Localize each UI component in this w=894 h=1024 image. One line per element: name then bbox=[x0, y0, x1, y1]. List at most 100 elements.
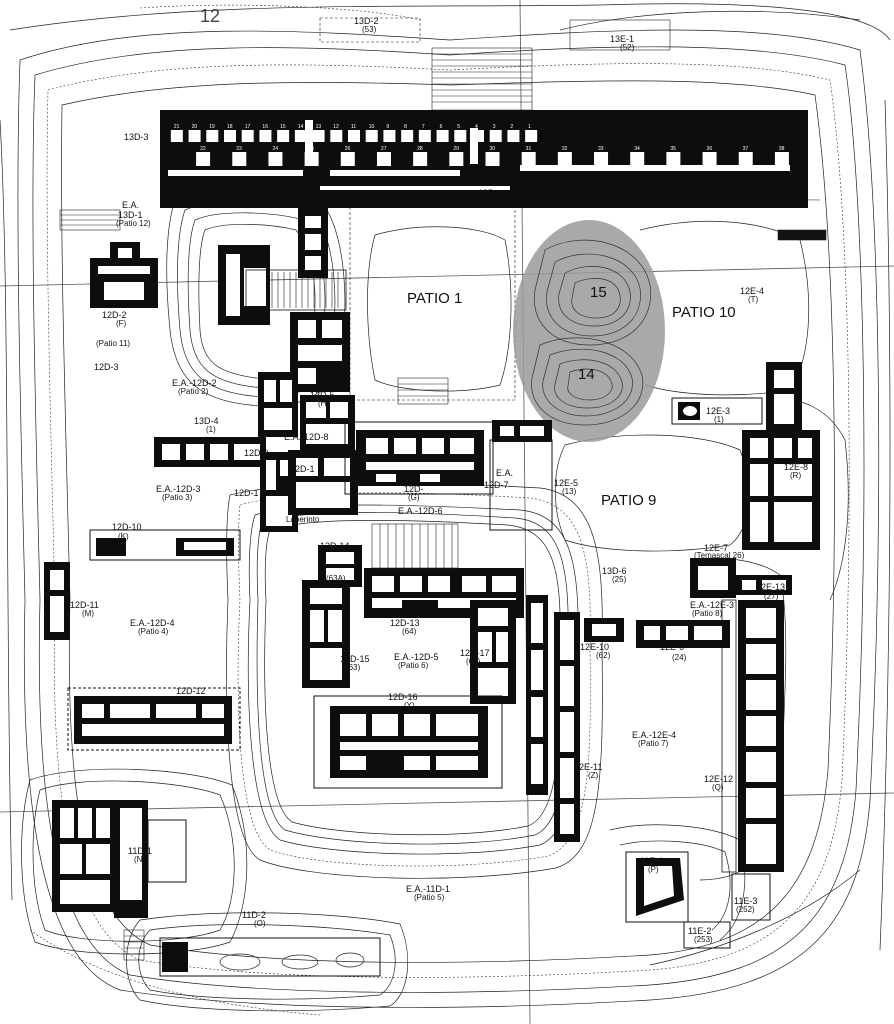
room-cell bbox=[365, 130, 378, 142]
south-mound-contours bbox=[21, 768, 409, 1012]
room-cell bbox=[224, 130, 236, 142]
room-cell bbox=[738, 152, 753, 166]
svg-text:(1): (1) bbox=[206, 425, 216, 434]
svg-text:12D-7: 12D-7 bbox=[484, 480, 509, 490]
building-13d-column bbox=[298, 208, 328, 278]
svg-text:13D-2: 13D-2 bbox=[354, 16, 379, 26]
svg-text:(27): (27) bbox=[764, 592, 779, 601]
room-cell bbox=[401, 130, 414, 142]
room-cell bbox=[312, 130, 325, 142]
svg-text:11D-1: 11D-1 bbox=[128, 846, 152, 856]
svg-text:(Z): (Z) bbox=[588, 771, 599, 780]
room-cell bbox=[188, 130, 201, 142]
room-cell bbox=[304, 152, 319, 166]
room-number: 12 bbox=[333, 124, 339, 130]
building-12e-10 bbox=[584, 618, 624, 642]
svg-text:Laberinto: Laberinto bbox=[286, 515, 320, 524]
room-number: 21 bbox=[174, 124, 180, 130]
svg-text:(Patio 3): (Patio 3) bbox=[162, 493, 193, 502]
room-number: 1 bbox=[528, 124, 531, 130]
svg-text:(63A): (63A) bbox=[326, 574, 346, 583]
building-12d-16 bbox=[313, 695, 503, 789]
patio-1-label: PATIO 1 bbox=[407, 290, 462, 307]
svg-text:12D-13: 12D-13 bbox=[390, 618, 420, 628]
room-cell bbox=[376, 152, 391, 166]
svg-text:12D-14: 12D-14 bbox=[320, 541, 350, 551]
svg-text:E.A.-12D-4: E.A.-12D-4 bbox=[130, 618, 175, 628]
svg-text:12D-5: 12D-5 bbox=[310, 390, 335, 400]
building-12d-17 bbox=[470, 600, 516, 704]
room-number: 31 bbox=[526, 146, 532, 152]
room-cell bbox=[449, 152, 464, 166]
building-12e-3 bbox=[671, 397, 763, 425]
building-12d-6 bbox=[344, 421, 494, 495]
svg-text:(R): (R) bbox=[790, 471, 801, 480]
svg-text:(62): (62) bbox=[596, 651, 611, 660]
topographic-contours bbox=[0, 3, 891, 1016]
central-platform-contours bbox=[226, 482, 603, 879]
building-12e-8 bbox=[742, 362, 820, 550]
room-number: 11 bbox=[351, 124, 356, 130]
svg-text:E.A.-12E-4: E.A.-12E-4 bbox=[632, 730, 676, 740]
svg-text:(53): (53) bbox=[362, 25, 377, 34]
building-11d-2 bbox=[159, 937, 381, 977]
svg-text:(Patio 6): (Patio 6) bbox=[398, 661, 429, 670]
room-cell bbox=[294, 130, 307, 142]
svg-text:(Temascal 26): (Temascal 26) bbox=[694, 551, 745, 560]
svg-text:(13): (13) bbox=[562, 487, 577, 496]
room-number: 27 bbox=[381, 146, 387, 152]
room-cell bbox=[259, 130, 272, 142]
room-cell bbox=[507, 130, 520, 142]
svg-text:12D-: 12D- bbox=[404, 484, 424, 494]
room-cell bbox=[485, 152, 500, 166]
svg-text:(Patio 11): (Patio 11) bbox=[96, 339, 130, 348]
svg-text:(D): (D) bbox=[490, 197, 501, 206]
building-12d-7 bbox=[489, 420, 553, 531]
room-number: 26 bbox=[345, 146, 351, 152]
room-cell bbox=[489, 130, 502, 142]
svg-text:11E-1: 11E-1 bbox=[640, 856, 663, 866]
svg-text:(Patio 12): (Patio 12) bbox=[116, 219, 151, 228]
room-number: 37 bbox=[743, 146, 749, 152]
building-12e-6 bbox=[636, 620, 730, 648]
room-number: 7 bbox=[422, 124, 425, 130]
svg-text:E.A.-12D-6: E.A.-12D-6 bbox=[398, 506, 443, 516]
room-number: 32 bbox=[562, 146, 568, 152]
room-cell bbox=[170, 130, 183, 142]
room-number: 3 bbox=[493, 124, 496, 130]
svg-text:(64): (64) bbox=[402, 627, 417, 636]
room-cell bbox=[232, 152, 247, 166]
building-12d-11 bbox=[44, 562, 70, 640]
svg-text:E.A.: E.A. bbox=[496, 468, 513, 478]
svg-text:(G): (G) bbox=[408, 493, 420, 502]
svg-text:12D-10: 12D-10 bbox=[112, 522, 142, 532]
room-number: 19 bbox=[209, 124, 215, 130]
svg-text:12E-7: 12E-7 bbox=[704, 543, 728, 553]
mound-15-label: 15 bbox=[590, 284, 607, 301]
room-number: 29 bbox=[453, 146, 459, 152]
room-number: 2 bbox=[510, 124, 513, 130]
structure-labels: 13D-2 (53) 13E-1 (52) 13D-3 E.A. 13D-1 (… bbox=[70, 16, 808, 944]
room-number: 25 bbox=[309, 146, 315, 152]
svg-text:(N): (N) bbox=[134, 855, 145, 864]
room-cell bbox=[418, 130, 431, 142]
room-number: 24 bbox=[272, 146, 278, 152]
svg-text:12E-12: 12E-12 bbox=[704, 774, 733, 784]
room-number: 10 bbox=[369, 124, 375, 130]
svg-text:13D-3: 13D-3 bbox=[124, 132, 149, 142]
svg-text:13E-1: 13E-1 bbox=[610, 34, 634, 44]
svg-text:(63): (63) bbox=[346, 663, 361, 672]
room-cell bbox=[330, 130, 343, 142]
svg-text:(Patio 4): (Patio 4) bbox=[138, 627, 169, 636]
svg-text:E.A.-11D-1: E.A.-11D-1 bbox=[406, 884, 450, 894]
room-number: 16 bbox=[262, 124, 268, 130]
patio-9-label: PATIO 9 bbox=[601, 492, 656, 509]
svg-text:13D-: 13D- bbox=[478, 188, 498, 198]
svg-text:(Y): (Y) bbox=[404, 701, 415, 710]
room-number: 30 bbox=[490, 146, 496, 152]
svg-text:(252): (252) bbox=[736, 905, 755, 914]
svg-text:13D-1: 13D-1 bbox=[118, 210, 143, 220]
svg-text:(24): (24) bbox=[672, 653, 687, 662]
room-cell bbox=[277, 130, 290, 142]
svg-text:(K): (K) bbox=[118, 532, 129, 541]
